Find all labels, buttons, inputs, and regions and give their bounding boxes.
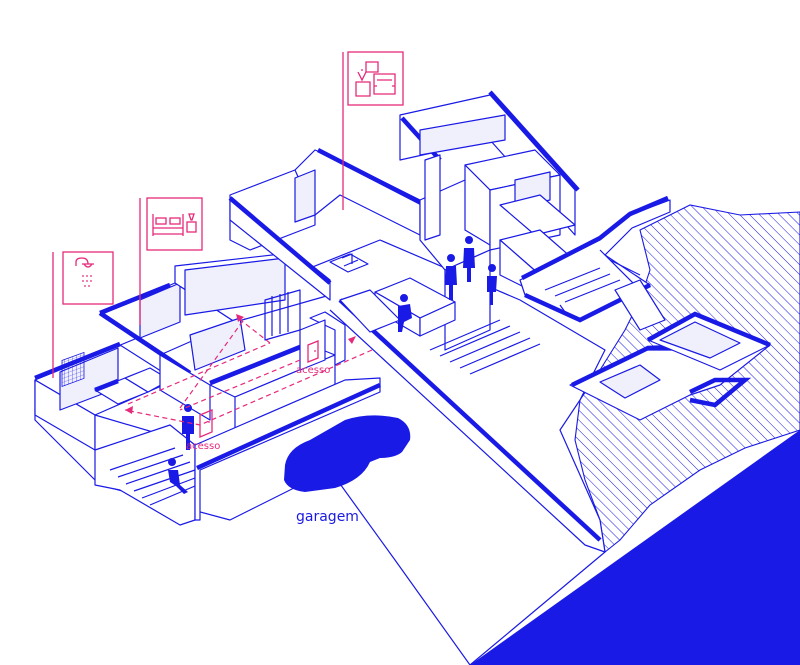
lower-door xyxy=(199,409,213,438)
access-label-upper: acesso xyxy=(296,365,331,376)
living-room-icon xyxy=(347,51,404,106)
slab-edge-front xyxy=(329,309,606,553)
terrace-platform xyxy=(569,311,771,421)
slab-edge xyxy=(338,298,602,542)
bed-icon xyxy=(146,197,203,251)
circulation-paths xyxy=(124,314,373,426)
garage-label: garagem xyxy=(296,509,359,525)
people xyxy=(168,236,497,494)
entry-stairs xyxy=(94,377,381,526)
bedroom-block xyxy=(98,252,331,421)
car-silhouette xyxy=(284,415,411,492)
sea xyxy=(470,430,800,665)
shower-icon xyxy=(62,251,114,305)
walkway-bridge xyxy=(519,195,671,331)
access-label-lower: acesso xyxy=(186,441,221,452)
